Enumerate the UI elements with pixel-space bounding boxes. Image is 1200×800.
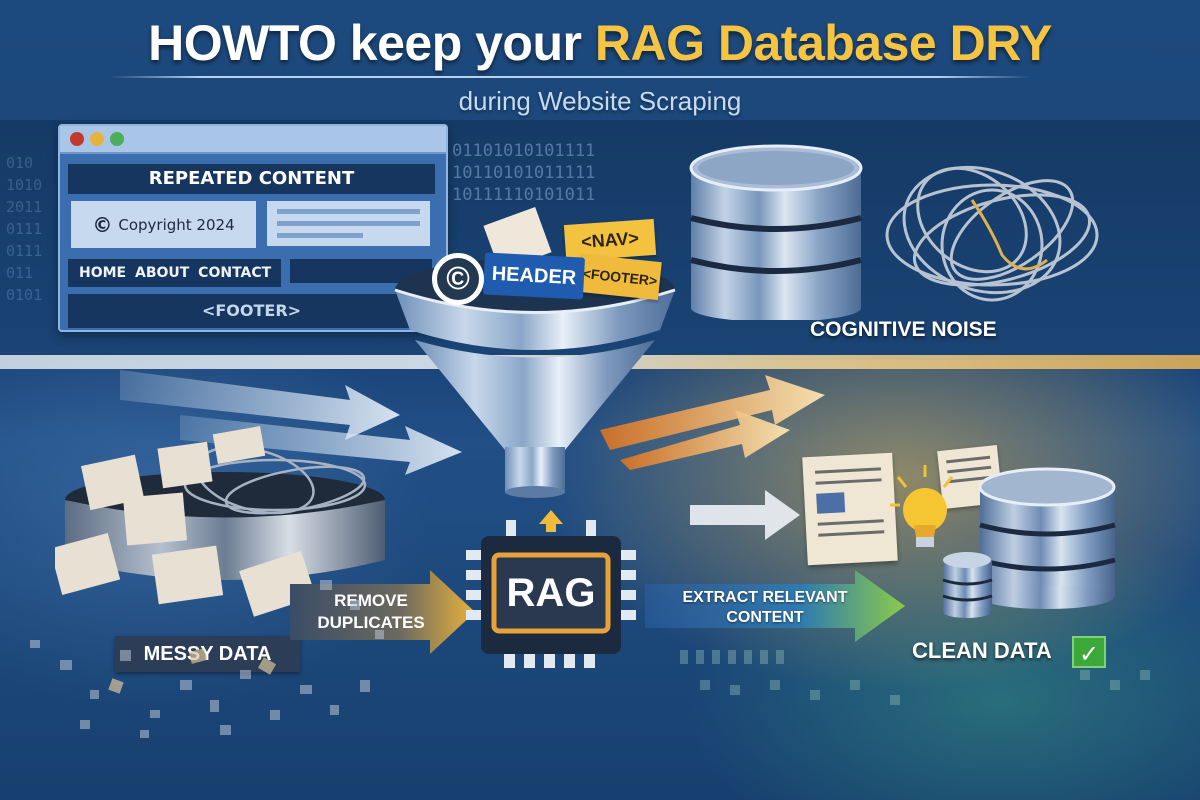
browser-window-illustration: REPEATED CONTENT © Copyright 2024 HOME A… [58,124,448,332]
clean-database-icon [978,467,1116,609]
maximize-dot-icon [110,132,124,146]
title-divider [110,76,1030,78]
extract-relevant-content-label: EXTRACT RELEVANT CONTENT [682,589,848,626]
nav-tag: <NAV> [563,218,657,262]
scattered-fragments-decoration [30,580,384,738]
page-subtitle: during Website Scraping [458,86,742,116]
copyright-text: Copyright 2024 [118,215,235,234]
rag-label: RAG [506,571,596,615]
rag-chip-icon [466,510,636,668]
footer-tag-bar: <FOOTER> [68,294,435,328]
extract-arrow-icon [645,570,905,642]
messy-data-bowl-icon [55,426,385,617]
binary-code-left: 010 1010 2011 0111 0111 011 0101 [6,154,43,304]
small-database-icon [942,552,993,618]
binary-code-background: 01101010101111 10110101011111 1011111010… [452,141,596,205]
clean-document-icon [802,452,898,566]
lightbulb-icon [890,465,954,547]
copyright-block: © Copyright 2024 [71,201,256,248]
minimize-dot-icon [90,132,104,146]
browser-title-bar [60,126,446,154]
text-lines-block [267,201,430,246]
close-dot-icon [70,132,84,146]
copyright-icon: © [432,253,484,305]
remove-duplicates-arrow-icon [290,570,475,654]
header-tag: HEADER [482,252,586,300]
repeated-content-heading: REPEATED CONTENT [68,164,435,194]
cognitive-noise-label: COGNITIVE NOISE [810,318,997,341]
title-accent: RAG Database DRY [594,15,1052,71]
clean-data-label: CLEAN DATA [912,638,1052,663]
data-blocks-decoration [680,650,1150,705]
checkmark-icon: ✓ [1072,636,1106,668]
page-title: HOWTO keep your RAG Database DRY [0,14,1200,72]
title-prefix: HOWTO keep your [148,15,595,71]
right-flow-arrows-icon [600,375,825,470]
copyright-icon: © [92,212,113,237]
nav-menu-bar: HOME ABOUT CONTACT [68,259,281,287]
output-arrow-icon [690,490,800,540]
tangled-wires-icon [885,165,1099,302]
database-icon [689,144,863,320]
